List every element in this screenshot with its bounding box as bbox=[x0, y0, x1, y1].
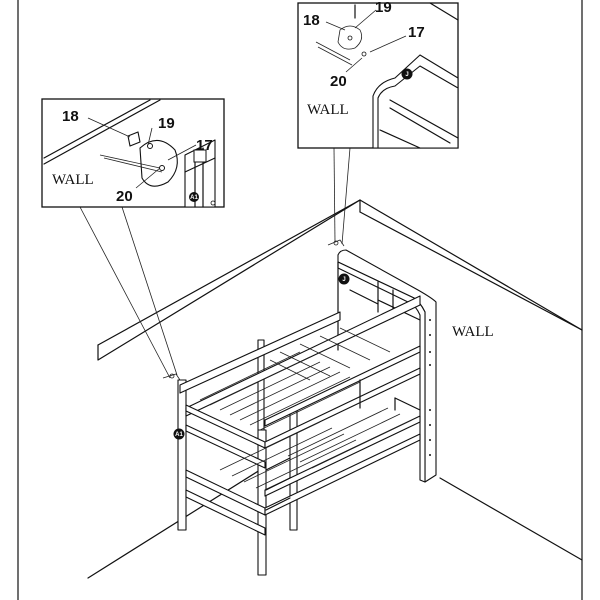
callout-18-right: 18 bbox=[303, 12, 320, 29]
leader-left-1 bbox=[79, 206, 171, 379]
leader-left-2 bbox=[121, 206, 178, 376]
callout-20-right: 20 bbox=[330, 73, 347, 90]
callout-17-left: 17 bbox=[196, 137, 213, 154]
wall-label-main: WALL bbox=[452, 324, 494, 340]
anchor-hint-left bbox=[162, 373, 181, 381]
badge-j-right: J bbox=[405, 72, 408, 78]
detail-right: 18 19 17 20 WALL J bbox=[297, 0, 459, 149]
wall-label-left: WALL bbox=[52, 172, 94, 188]
bottom-slats bbox=[219, 407, 413, 489]
leader-right-2 bbox=[341, 147, 351, 245]
detail-left: 18 19 17 20 WALL A1 bbox=[41, 98, 225, 208]
bunk-bed bbox=[177, 295, 421, 576]
top-slats bbox=[199, 327, 391, 431]
headboard-holes bbox=[429, 319, 431, 456]
callout-18-left: 18 bbox=[62, 108, 79, 125]
callout-19-left: 19 bbox=[158, 115, 175, 132]
svg-text:J: J bbox=[342, 277, 345, 283]
page-frame bbox=[17, 0, 583, 600]
leader-right-1 bbox=[333, 147, 336, 243]
callout-20-left: 20 bbox=[116, 188, 133, 205]
callout-17-right: 17 bbox=[408, 24, 425, 41]
wall-label-right: WALL bbox=[307, 102, 349, 118]
room-walls bbox=[87, 199, 583, 579]
svg-text:A1: A1 bbox=[175, 432, 183, 438]
badge-a1-left: A1 bbox=[190, 195, 198, 201]
badge-j-main: J bbox=[338, 273, 350, 285]
badge-a1-main: A1 bbox=[173, 428, 185, 440]
anchor-hint-right bbox=[327, 239, 345, 247]
callout-19-right: 19 bbox=[375, 0, 392, 16]
